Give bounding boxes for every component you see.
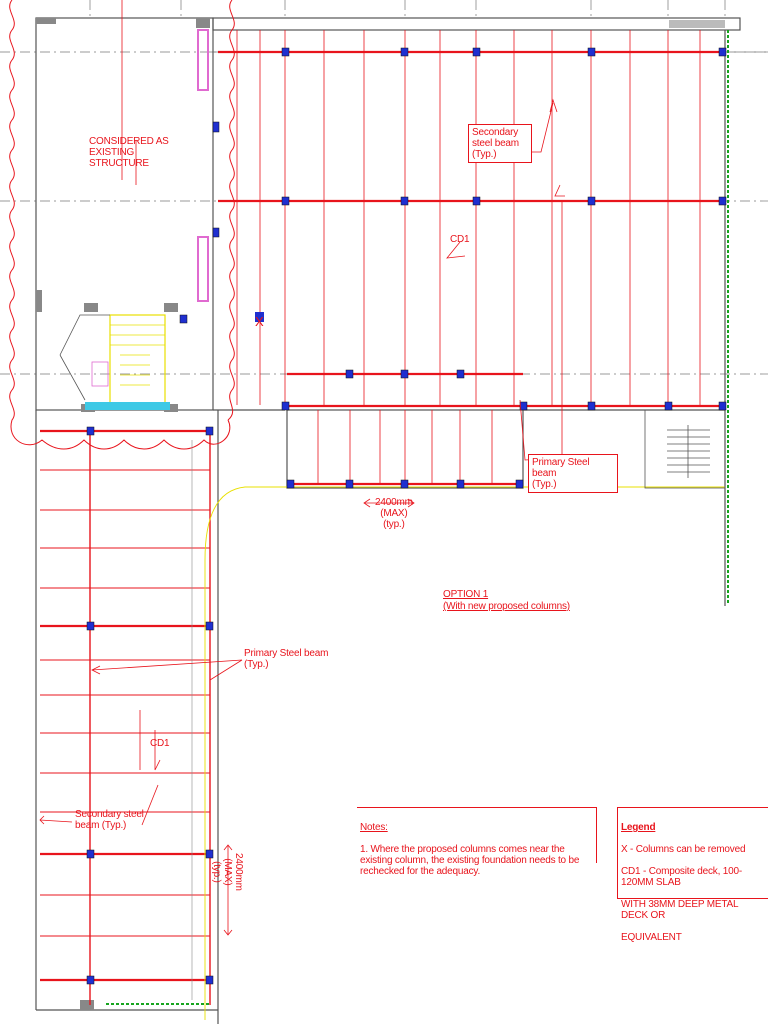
yellow-boundary (204, 486, 725, 1020)
primary-beam-label-left: Primary Steel beam (Typ.) (244, 648, 329, 670)
option-title: OPTION 1 (443, 589, 489, 600)
legend-line-3: WITH 38MM DEEP METAL DECK OR (621, 899, 738, 921)
notes-box: Notes: 1. Where the proposed columns com… (357, 807, 597, 877)
existing-stair (59, 314, 170, 410)
secondary-beams-top (236, 30, 701, 485)
primary-beams-left (40, 429, 210, 982)
green-walls (106, 30, 729, 1005)
notes-title: Notes: (360, 822, 388, 833)
grid-lines (0, 0, 768, 375)
revision-cloud (9, 0, 235, 450)
option-subtitle: (With new proposed columns) (443, 601, 570, 612)
notes-text: 1. Where the proposed columns comes near… (360, 844, 580, 877)
primary-beams-top (218, 50, 725, 486)
cd1-label-top: CD1 (450, 234, 470, 245)
legend-box: Legend X - Columns can be removed CD1 - … (617, 807, 768, 943)
legend-line-1: X - Columns can be removed (621, 844, 746, 855)
svg-text:X: X (255, 314, 264, 329)
existing-structure-label: CONSIDERED AS EXISTING STRUCTURE (89, 136, 169, 169)
new-stair (644, 409, 726, 489)
secondary-beams-left (40, 431, 211, 1005)
legend-line-2: CD1 - Composite deck, 100-120MM SLAB (621, 866, 742, 888)
cd1-label-left: CD1 (150, 738, 170, 749)
column-remove-mark: X (255, 312, 264, 329)
secondary-beam-label-top: Secondary steel beam (Typ.) (468, 124, 532, 163)
dimension-label-top: 2400mm (MAX) (typ.) (375, 497, 413, 530)
secondary-beam-label-left: Secondary steel beam (Typ.) (75, 809, 144, 831)
primary-beam-label-right: Primary Steel beam (Typ.) (528, 454, 618, 493)
legend-title: Legend (621, 822, 656, 833)
dimension-label-left: 2400mm (MAX) (typ.) (211, 853, 244, 891)
columns (86, 47, 727, 985)
legend-line-4: EQUIVALENT (621, 932, 682, 943)
leader-lines (39, 98, 565, 936)
existing-red-lines (121, 0, 137, 185)
pink-elements (197, 29, 209, 302)
